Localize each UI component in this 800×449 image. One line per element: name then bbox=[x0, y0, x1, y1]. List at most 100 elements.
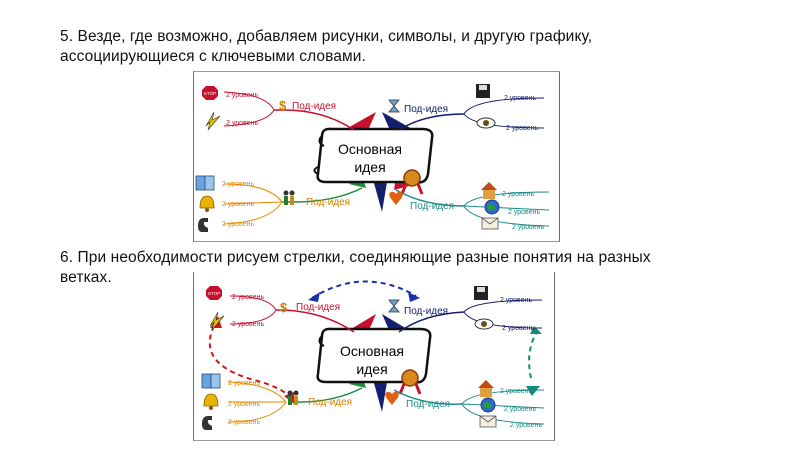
book-icon bbox=[201, 373, 221, 389]
sub-idea-label: Под-идея bbox=[406, 399, 450, 410]
scroll-icon bbox=[316, 327, 432, 384]
branch-line bbox=[461, 403, 545, 409]
level2-label: 2 уровень bbox=[222, 221, 254, 228]
level2-label: 2 уровень bbox=[232, 294, 264, 301]
branch-line bbox=[227, 381, 287, 403]
paragraph-5-line-1: 5. Везде, где возможно, добавляем рисунк… bbox=[60, 28, 593, 45]
paragraph-6-line-2: ветках. bbox=[60, 269, 112, 286]
branch-line bbox=[223, 109, 275, 127]
mind-map-drawing-1: Основная идея Под-идея $ 2 уровень 2 уро… bbox=[195, 84, 550, 232]
paragraph-5-line-2: ассоциирующиеся с ключевыми словами. bbox=[60, 48, 366, 65]
eye-icon bbox=[476, 117, 496, 129]
people-icon bbox=[283, 190, 295, 205]
bell-icon bbox=[203, 393, 219, 410]
dollar-icon: $ bbox=[280, 300, 288, 315]
arrow-head-right bbox=[408, 292, 420, 302]
branch-line bbox=[223, 91, 275, 111]
paragraph-6-line-1: 6. При необходимости рисуем стрелки, сое… bbox=[60, 249, 651, 266]
svg-text:STOP: STOP bbox=[208, 291, 220, 296]
seal-icon bbox=[400, 169, 424, 195]
branch-line bbox=[463, 97, 545, 115]
paragraph-5: 5. Везде, где возможно, добавляем рисунк… bbox=[60, 27, 750, 67]
level2-label: 2 уровень bbox=[504, 95, 536, 102]
dashed-arrow-top bbox=[311, 280, 417, 299]
envelope-icon bbox=[481, 217, 499, 230]
seal-icon bbox=[398, 369, 422, 395]
level2-label: 2 уровень bbox=[508, 209, 540, 216]
phone-icon bbox=[198, 218, 208, 232]
level2-label: 2 уровень bbox=[228, 380, 260, 387]
mind-map-with-arrows: Основная идея Под-идея $ 2 уровень 2 уро… bbox=[193, 272, 555, 441]
level2-label: 2 уровень bbox=[222, 201, 254, 208]
hourglass-icon bbox=[388, 299, 400, 313]
branch-line bbox=[463, 205, 550, 211]
branch-bottom-left bbox=[282, 187, 363, 203]
branch-bottom-right bbox=[393, 389, 463, 405]
central-idea-line-2: идея bbox=[356, 361, 387, 377]
central-idea-line-1: Основная bbox=[338, 141, 402, 157]
arrow-head-left bbox=[308, 292, 320, 302]
lightning-icon bbox=[209, 311, 225, 331]
bell-icon bbox=[199, 195, 215, 212]
central-idea-line-2: идея bbox=[354, 159, 385, 175]
branch-line bbox=[463, 299, 543, 313]
branch-line bbox=[223, 201, 283, 225]
dashed-arrow-left bbox=[208, 325, 291, 399]
dollar-icon: $ bbox=[279, 98, 287, 113]
central-idea-line-1: Основная bbox=[340, 343, 404, 359]
sub-idea-label: Под-идея bbox=[306, 197, 350, 208]
level2-label: 2 уровень bbox=[500, 297, 532, 304]
level2-label: 2 уровень bbox=[228, 401, 260, 408]
branch-top-right bbox=[398, 113, 465, 131]
sub-idea-label: Под-идея bbox=[404, 306, 448, 317]
globe-icon bbox=[484, 199, 500, 215]
stop-sign-icon: STOP bbox=[206, 286, 222, 300]
sub-idea-label: Под-идея bbox=[296, 302, 340, 313]
level2-label: 2 уровень bbox=[510, 422, 542, 429]
branch-bottom-left bbox=[290, 387, 363, 403]
branch-line bbox=[223, 183, 283, 203]
heart-icon bbox=[389, 191, 403, 205]
level2-label: 2 уровень bbox=[500, 388, 532, 395]
level2-label: 2 уровень bbox=[512, 224, 544, 231]
envelope-icon bbox=[479, 415, 497, 428]
sub-idea-label: Под-идея bbox=[308, 397, 352, 408]
stop-sign-icon: STOP bbox=[202, 86, 218, 100]
level2-label: 2 уровень bbox=[502, 191, 534, 198]
branch-line bbox=[223, 201, 283, 205]
paragraph-6: 6. При необходимости рисуем стрелки, сое… bbox=[60, 248, 750, 288]
branch-top-right bbox=[398, 311, 465, 333]
eye-icon bbox=[474, 318, 494, 330]
globe-icon bbox=[480, 397, 496, 413]
hourglass-icon bbox=[388, 99, 400, 113]
level2-label: 2 уровень bbox=[226, 92, 258, 99]
house-icon bbox=[481, 182, 497, 199]
scroll-icon bbox=[313, 127, 434, 184]
branch-top-left bbox=[274, 109, 355, 131]
sub-idea-label: Под-идея bbox=[410, 201, 454, 212]
mind-map-drawing-2: Основная идея Под-идея $ 2 уровень 2 уро… bbox=[201, 280, 545, 430]
central-wedge-bottom bbox=[372, 376, 388, 412]
level2-label: 2 уровень bbox=[502, 325, 534, 332]
branch-top-left bbox=[276, 309, 355, 333]
heart-icon bbox=[385, 391, 399, 405]
floppy-disk-icon bbox=[474, 286, 488, 300]
arrow-head-teal-down bbox=[526, 386, 540, 396]
book-icon bbox=[195, 175, 215, 191]
lightning-icon bbox=[205, 111, 221, 131]
central-wedge-bottom bbox=[372, 176, 388, 212]
mind-map-with-icons: Основная идея Под-идея $ 2 уровень 2 уро… bbox=[193, 71, 560, 242]
house-icon bbox=[478, 380, 494, 397]
level2-label: 2 уровень bbox=[228, 419, 260, 426]
level2-label: 2 уровень bbox=[222, 181, 254, 188]
people-icon bbox=[287, 390, 299, 405]
level2-label: 2 уровень bbox=[506, 125, 538, 132]
level2-label: 2 уровень bbox=[504, 406, 536, 413]
sub-idea-label: Под-идея bbox=[404, 104, 448, 115]
level2-label: 2 уровень bbox=[226, 120, 258, 127]
sub-idea-label: Под-идея bbox=[292, 101, 336, 112]
branch-line bbox=[229, 309, 277, 325]
level2-label: 2 уровень bbox=[232, 321, 264, 328]
floppy-disk-icon bbox=[476, 84, 490, 98]
svg-text:STOP: STOP bbox=[204, 91, 216, 96]
